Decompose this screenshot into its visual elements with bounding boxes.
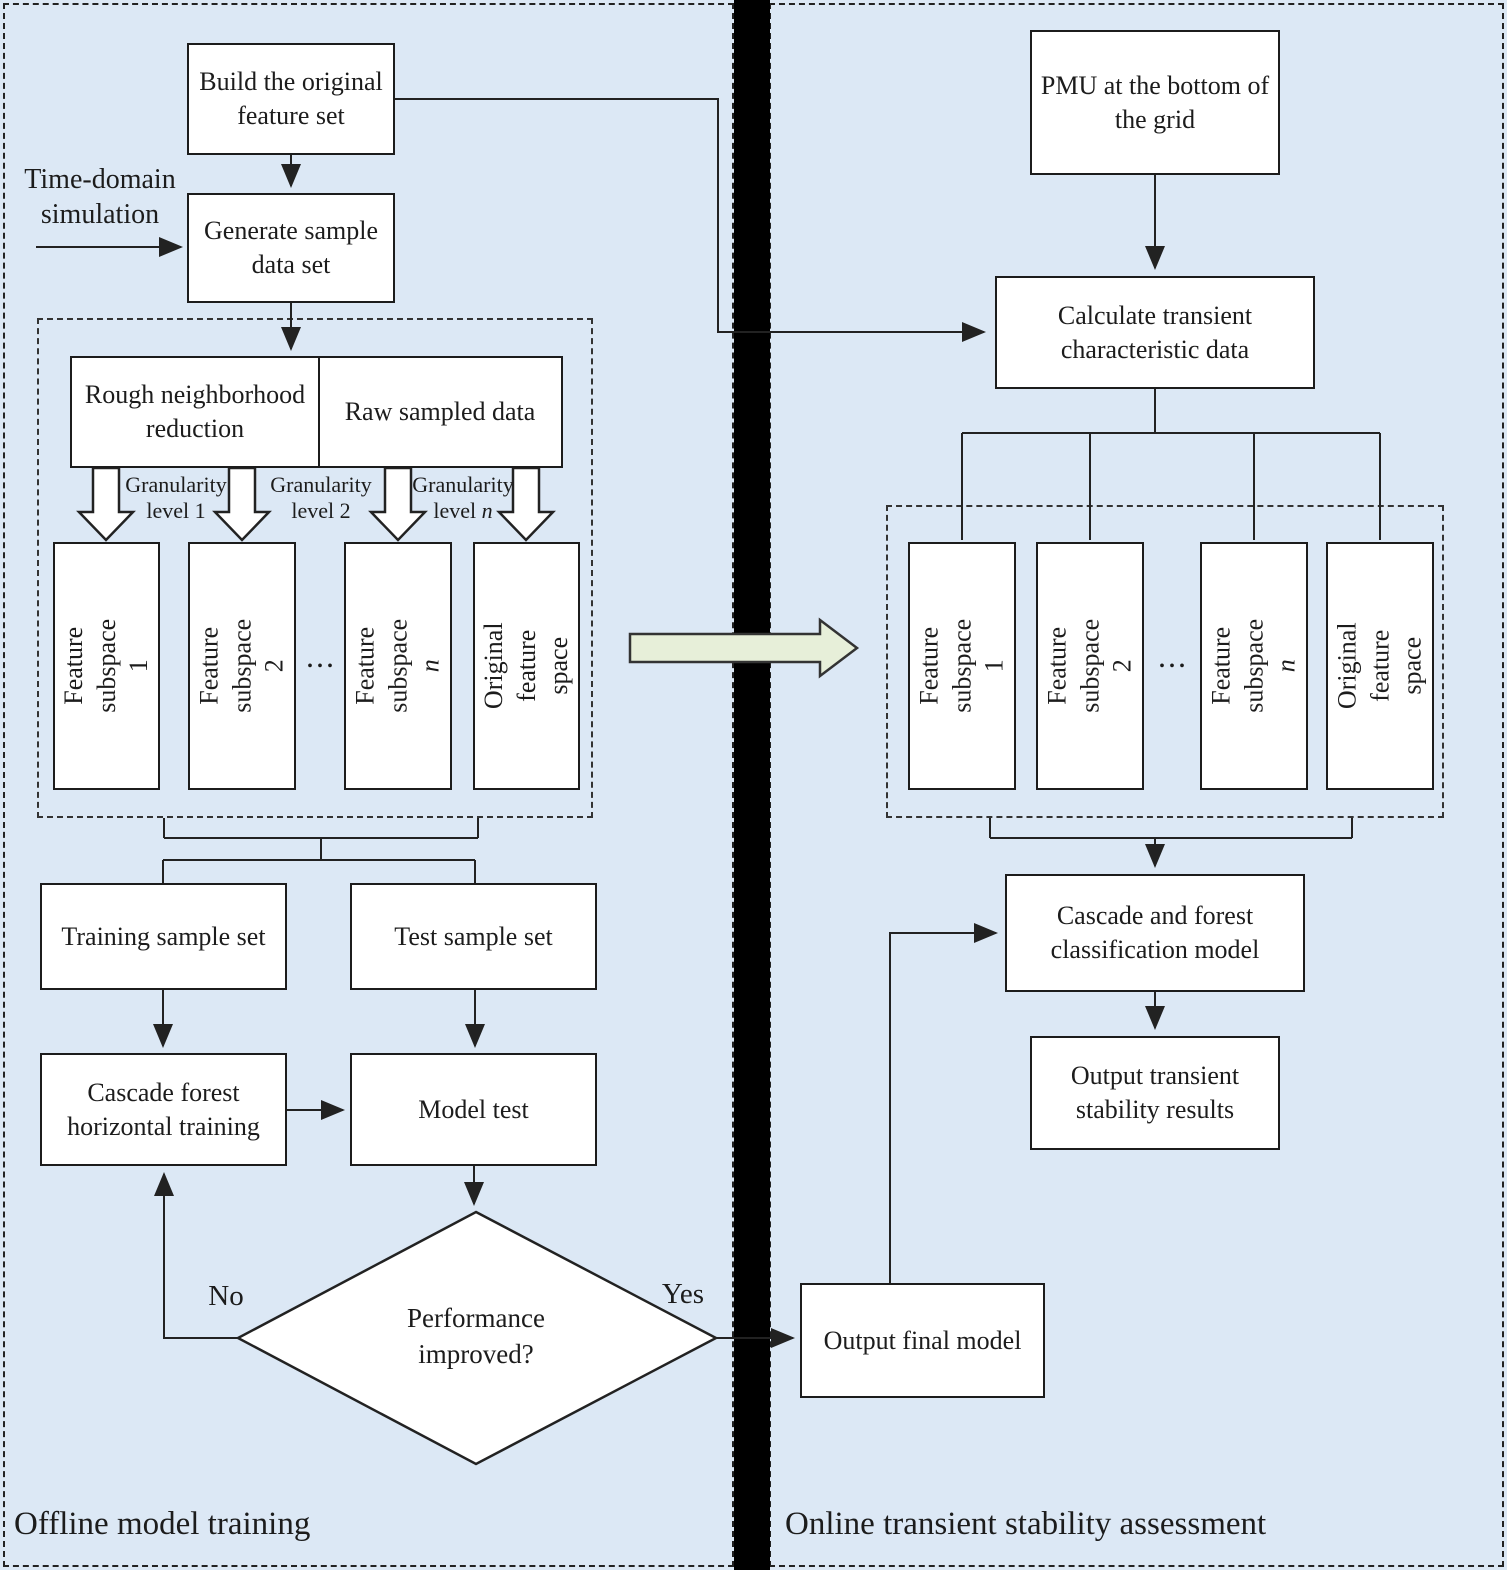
- granularity-level: level 1: [111, 498, 241, 524]
- training-sample-label: Training sample set: [61, 921, 266, 951]
- vtext-line2: subspace 2: [1074, 614, 1139, 718]
- decision-yes-label: Yes: [661, 1278, 705, 1310]
- vtext-line2: subspace n: [1238, 614, 1303, 718]
- generate-sample-box: Generate sample data set: [187, 193, 395, 303]
- online-feature-subspace-2-box: Feature subspace 2: [1036, 542, 1144, 790]
- offline-caption: Offline model training: [14, 1506, 311, 1542]
- build-feature-set-box: Build the original feature set: [187, 43, 395, 155]
- level-prefix: level: [291, 497, 340, 523]
- calculate-transient-box: Calculate transient characteristic data: [995, 276, 1315, 389]
- output-final-model-label: Output final model: [823, 1325, 1022, 1355]
- raw-sampled-box: Raw sampled data: [317, 356, 563, 468]
- offline-ellipsis: ...: [306, 638, 336, 674]
- rough-reduction-box: Rough neighborhood reduction: [70, 356, 320, 468]
- vtext-line2-text: subspace 2: [226, 619, 289, 713]
- granularity-level: level 2: [256, 498, 386, 524]
- level-prefix: level: [146, 497, 195, 523]
- vtext-line2-text: subspace: [382, 619, 412, 713]
- decision-line1: Performance: [407, 1303, 545, 1333]
- vtext-line2: subspace 1: [946, 614, 1011, 718]
- feature-subspace-1-label: Feature subspace 1: [913, 614, 1011, 718]
- vtext-line1: Feature: [914, 627, 944, 705]
- online-feature-subspace-n-box: Feature subspace n: [1200, 542, 1308, 790]
- output-final-model-box: Output final model: [800, 1283, 1045, 1398]
- vtext-line2-text: subspace 1: [91, 619, 153, 713]
- decision-no-label: No: [208, 1280, 244, 1312]
- offline-original-feature-space-box: Original feature space: [473, 542, 580, 790]
- granularity-level: level n: [398, 498, 528, 524]
- pmu-box: PMU at the bottom of the grid: [1030, 30, 1280, 175]
- vtext-line2-text: space: [543, 637, 573, 695]
- online-original-feature-space-box: Original feature space: [1326, 542, 1434, 790]
- level-value: 2: [339, 497, 351, 523]
- vtext-line1: Feature: [58, 627, 88, 705]
- time-domain-label: Time-domain simulation: [24, 164, 176, 230]
- offline-feature-subspace-1-box: Feature subspace 1: [53, 542, 160, 790]
- vtext-line1: Feature: [194, 627, 224, 705]
- feature-subspace-1-label: Feature subspace 1: [58, 615, 156, 718]
- granularity-word: Granularity: [412, 472, 514, 497]
- test-sample-box: Test sample set: [350, 883, 597, 990]
- feature-subspace-2-label: Feature subspace 2: [1041, 614, 1139, 718]
- vtext-line2: space: [543, 615, 576, 718]
- vtext-line2-italic: n: [1271, 659, 1301, 673]
- decision-diamond-label: Performance improved?: [336, 1300, 616, 1373]
- vtext-line1: Feature: [1042, 627, 1072, 705]
- test-sample-label: Test sample set: [394, 921, 553, 951]
- granularity-word: Granularity: [270, 472, 372, 497]
- feature-subspace-n-label: Feature subspace n: [1205, 614, 1303, 718]
- vtext-line2-text: subspace 2: [1074, 619, 1137, 713]
- decision-line2: improved?: [418, 1339, 534, 1370]
- granularity-level-1-label: Granularity level 1: [111, 472, 241, 524]
- vtext-line1: Original feature: [1332, 622, 1394, 710]
- granularity-level-2-label: Granularity level 2: [256, 472, 386, 524]
- granularity-word: Granularity: [125, 472, 227, 497]
- generate-sample-label: Generate sample data set: [204, 216, 378, 279]
- pmu-label: PMU at the bottom of the grid: [1040, 70, 1270, 134]
- level-prefix: level: [433, 497, 482, 523]
- vtext-line2-italic: n: [415, 659, 445, 673]
- level-value: 1: [194, 497, 206, 523]
- cascade-forest-classifier-box: Cascade and forest classification model: [1005, 874, 1305, 992]
- vtext-line2-text: subspace 1: [946, 619, 1009, 713]
- vtext-line1: Feature: [350, 627, 380, 705]
- vtext-line2: space: [1396, 614, 1429, 718]
- cascade-training-label: Cascade forest horizontal training: [67, 1077, 260, 1141]
- calculate-transient-label: Calculate transient characteristic data: [1057, 300, 1253, 364]
- rough-reduction-label: Rough neighborhood reduction: [84, 380, 306, 443]
- vtext-line2-text: subspace: [1238, 619, 1268, 713]
- cascade-forest-classifier-label: Cascade and forest classification model: [1050, 901, 1260, 964]
- online-caption: Online transient stability assessment: [785, 1506, 1267, 1542]
- granularity-level-n-label: Granularity level n: [398, 472, 528, 524]
- vtext-line2: subspace 1: [90, 615, 155, 718]
- feature-subspace-n-label: Feature subspace n: [349, 614, 447, 718]
- offline-feature-subspace-n-box: Feature subspace n: [344, 542, 452, 790]
- online-feature-subspace-1-box: Feature subspace 1: [908, 542, 1016, 790]
- training-sample-box: Training sample set: [40, 883, 287, 990]
- original-feature-space-label: Original feature space: [478, 615, 576, 718]
- cascade-training-box: Cascade forest horizontal training: [40, 1053, 287, 1166]
- offline-subspace-group: [37, 318, 593, 818]
- raw-sampled-label: Raw sampled data: [344, 397, 536, 427]
- output-results-box: Output transient stability results: [1030, 1036, 1280, 1150]
- online-ellipsis: ...: [1158, 638, 1188, 674]
- level-value: n: [481, 497, 493, 523]
- build-feature-set-label: Build the original feature set: [199, 67, 383, 130]
- offline-feature-subspace-2-box: Feature subspace 2: [188, 542, 296, 790]
- panel-divider-bar: [734, 0, 770, 1570]
- vtext-line2-text: space: [1397, 637, 1427, 695]
- vtext-line2: subspace n: [382, 614, 447, 718]
- model-test-box: Model test: [350, 1053, 597, 1166]
- output-results-label: Output transient stability results: [1070, 1061, 1240, 1124]
- vtext-line1: Feature: [1206, 627, 1236, 705]
- vtext-line2: subspace 2: [226, 614, 291, 718]
- original-feature-space-label: Original feature space: [1331, 614, 1429, 718]
- vtext-line1: Original feature: [478, 622, 541, 710]
- feature-subspace-2-label: Feature subspace 2: [193, 614, 291, 718]
- model-test-label: Model test: [418, 1094, 529, 1124]
